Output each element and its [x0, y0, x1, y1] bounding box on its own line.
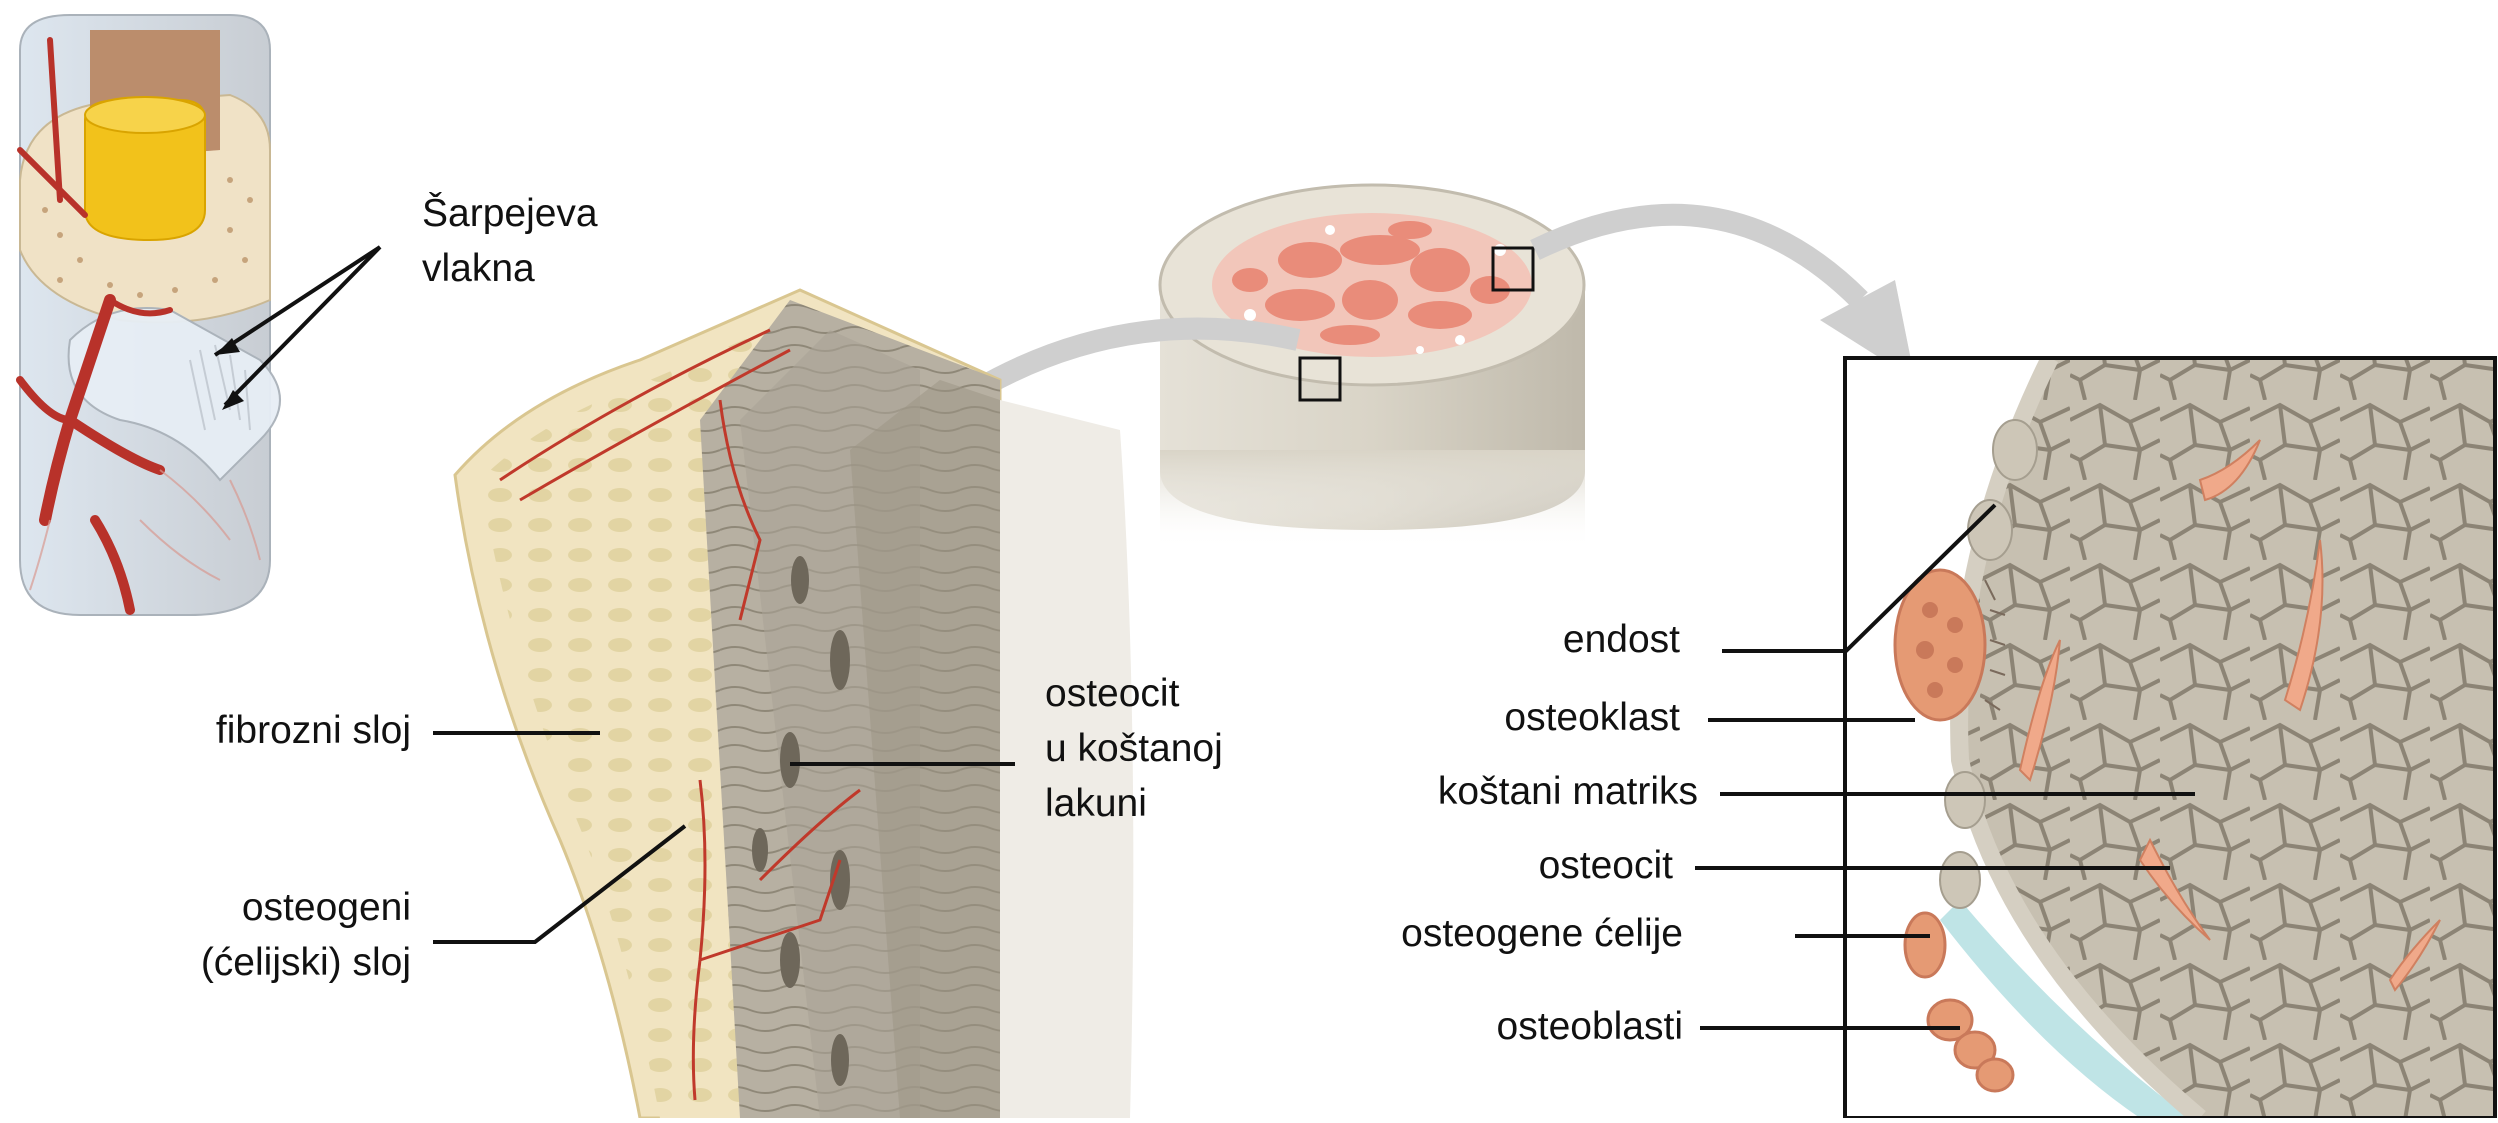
label-osteocyte: osteocit — [1539, 838, 1673, 893]
label-osteoblasts: osteoblasti — [1497, 999, 1683, 1054]
label-osteocyte-in-lacuna: osteocit u koštanoj lakuni — [1045, 666, 1223, 831]
label-osteocyte-lacuna-line3: lakuni — [1045, 776, 1223, 831]
label-bone-matrix: koštani matriks — [1438, 764, 1698, 819]
label-osteocyte-lacuna-line1: osteocit — [1045, 666, 1223, 721]
label-osteogenic-layer: osteogeni (ćelijski) sloj — [201, 880, 411, 990]
label-endosteum: endost — [1563, 612, 1680, 667]
label-osteogenic-cells: osteogene ćelije — [1401, 906, 1683, 961]
bone-cross-section — [1160, 185, 1585, 550]
label-sharpey-line2: vlakna — [422, 241, 598, 296]
label-osteogenic-line1: osteogeni — [201, 880, 411, 935]
label-sharpey-fibers: Šarpejeva vlakna — [422, 186, 598, 296]
label-osteoclast: osteoklast — [1504, 690, 1680, 745]
endosteum-inset — [1845, 358, 2498, 1118]
label-osteogenic-line2: (ćelijski) sloj — [201, 935, 411, 990]
long-bone-segment — [20, 15, 280, 615]
label-sharpey-line1: Šarpejeva — [422, 186, 598, 241]
label-fibrous-layer: fibrozni sloj — [216, 703, 411, 758]
periosteum-section — [455, 290, 1133, 1118]
label-osteocyte-lacuna-line2: u koštanoj — [1045, 721, 1223, 776]
